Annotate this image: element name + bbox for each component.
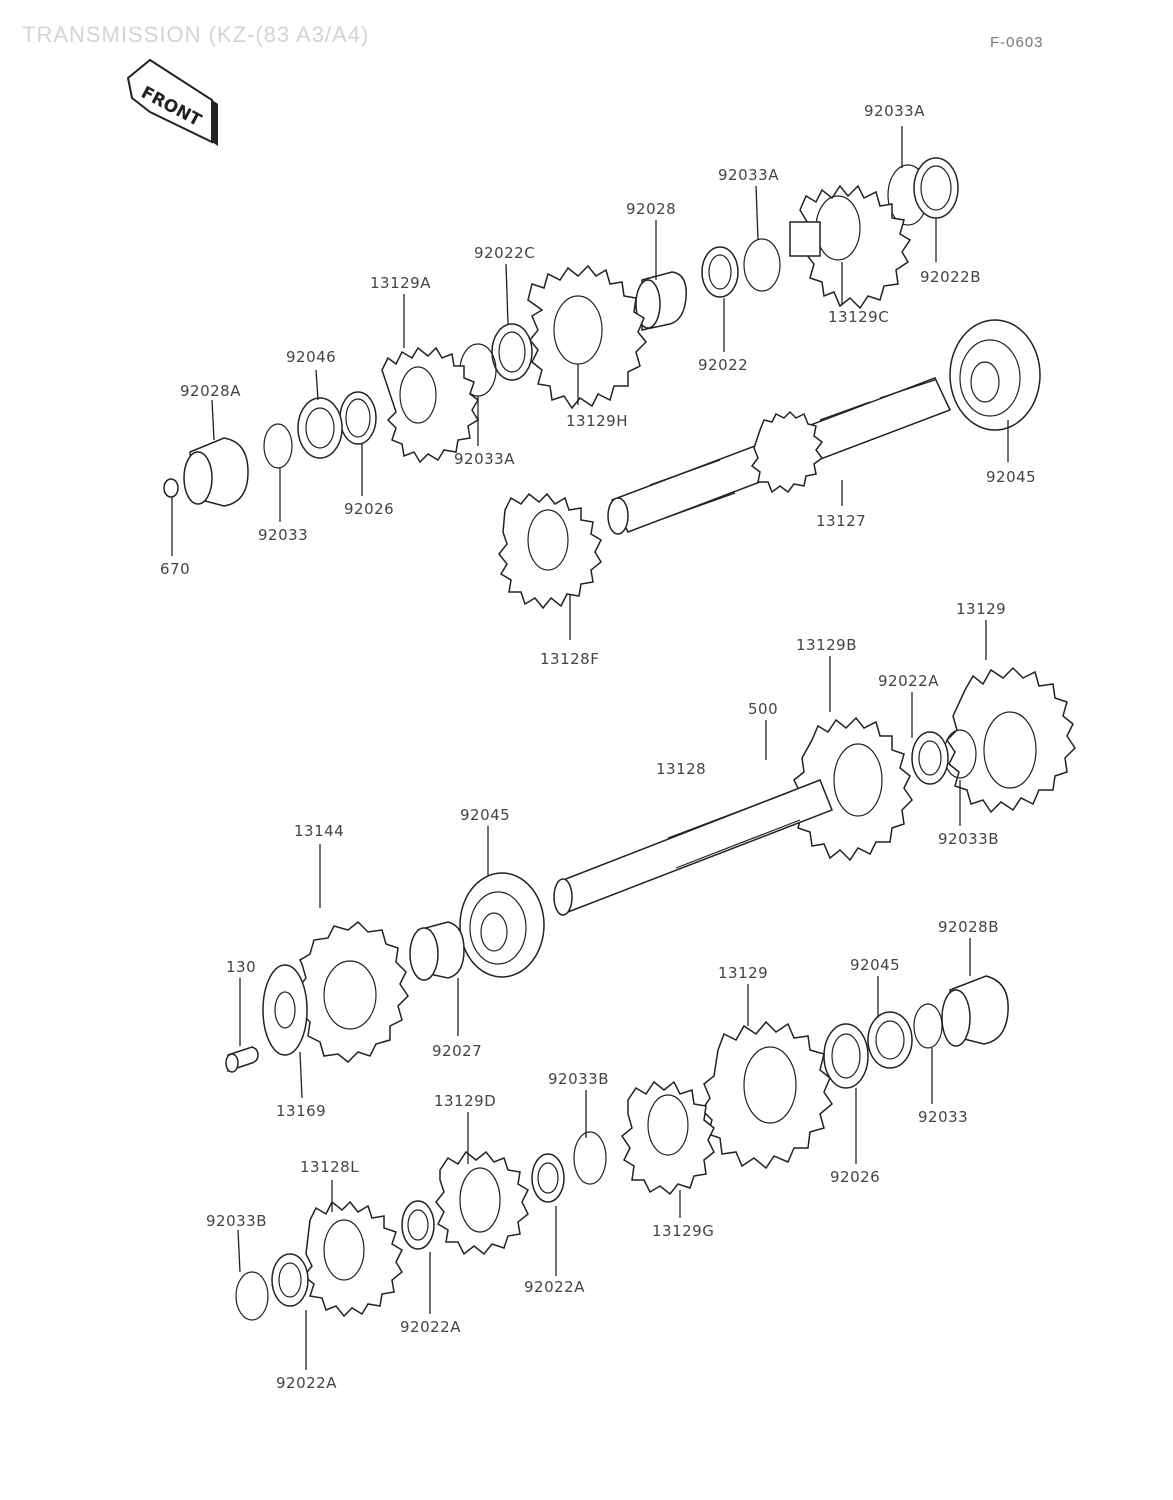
front-arrow-icon: FRONT [126,58,218,146]
label-13129-right: 13129 [956,600,1006,618]
sprocket-13144 [297,920,409,1064]
label-13129-low: 13129 [718,964,768,982]
gear-13128f [498,492,602,610]
bushing-92028b [941,975,1009,1047]
washer-92022b [913,157,959,219]
label-13128l: 13128L [300,1158,359,1176]
gear-13129-low [701,1020,833,1170]
label-92033-top: 92033 [258,526,308,544]
label-13169: 13169 [276,1102,326,1120]
label-92026-low: 92026 [830,1168,880,1186]
label-92027: 92027 [432,1042,482,1060]
label-92022a-top: 92022A [878,672,939,690]
washer-92026-low [823,1023,869,1089]
needle-bearing-92046 [297,397,343,459]
label-92022: 92022 [698,356,748,374]
label-92022b: 92022B [920,268,981,286]
label-92022c: 92022C [474,244,535,262]
washer-92022c [491,323,533,381]
circlip-92033-top [263,423,293,469]
label-92033b-low: 92033B [206,1212,267,1230]
label-92033a-low: 92033A [454,450,515,468]
circlip-92033b-mid [573,1131,607,1185]
gear-13129a [381,346,480,464]
label-92022a-left: 92022A [400,1318,461,1336]
label-92022a-mid: 92022A [524,1278,585,1296]
bushing-92028a [183,437,249,507]
washer-92026-top [339,391,377,445]
label-13129g: 13129G [652,1222,714,1240]
washer-92022 [701,246,739,298]
label-92022a-bottom: 92022A [276,1374,337,1392]
gear-13129d [435,1150,529,1256]
label-92045-low: 92045 [850,956,900,974]
gear-13129h [527,264,648,410]
label-92026-top: 92026 [344,500,394,518]
bolt-130 [225,1046,259,1073]
shaft-13128 [553,779,833,916]
label-92046: 92046 [286,348,336,366]
label-92028a: 92028A [180,382,241,400]
label-92045-mid: 92045 [460,806,510,824]
label-13129h: 13129H [566,412,628,430]
circlip-92033a-mid [743,238,781,292]
washer-92022a-left [401,1200,435,1250]
page-title: TRANSMISSION (KZ-(83 A3/A4) [22,22,370,47]
washer-92022a-mid [531,1153,565,1203]
shaft-gear-13127 [750,410,824,494]
ball-bearing-92045-top [949,319,1041,431]
leader-lines [171,126,1009,1370]
label-500: 500 [748,700,778,718]
gear-13129c [789,184,912,310]
washer-92022a-top [911,731,949,785]
figure-id: F-0603 [990,34,1044,51]
part-labels: 92033A 92022B 92033A 13129C 92028 92022 … [160,102,1036,1392]
gear-13129-right [946,666,1076,814]
label-92033-low: 92033 [918,1108,968,1126]
label-13129a: 13129A [370,274,431,292]
ring-670 [163,478,179,498]
ball-bearing-92045-mid [459,872,545,978]
label-13127: 13127 [816,512,866,530]
bushing-92028 [635,271,687,331]
label-13128f: 13128F [540,650,599,668]
circlip-92033b-low [235,1271,269,1321]
label-92045-top: 92045 [986,468,1036,486]
label-13128: 13128 [656,760,706,778]
label-92033b-top: 92033B [938,830,999,848]
circlip-92033-low [913,1003,943,1049]
label-92028: 92028 [626,200,676,218]
lock-washer-13169 [262,964,308,1056]
label-130: 130 [226,958,256,976]
label-13129c: 13129C [828,308,889,326]
label-13129b: 13129B [796,636,857,654]
label-92033b-mid: 92033B [548,1070,609,1088]
label-92028b: 92028B [938,918,999,936]
collar-92027 [409,921,465,981]
label-13129d: 13129D [434,1092,496,1110]
label-13144: 13144 [294,822,344,840]
washer-92022a-bottom [271,1253,309,1307]
gear-13129g [620,1080,715,1196]
needle-bearing-92045-low [867,1011,913,1069]
label-670: 670 [160,560,190,578]
gear-13128l [302,1200,403,1318]
label-92033a-mid: 92033A [718,166,779,184]
label-92033a-top: 92033A [864,102,925,120]
